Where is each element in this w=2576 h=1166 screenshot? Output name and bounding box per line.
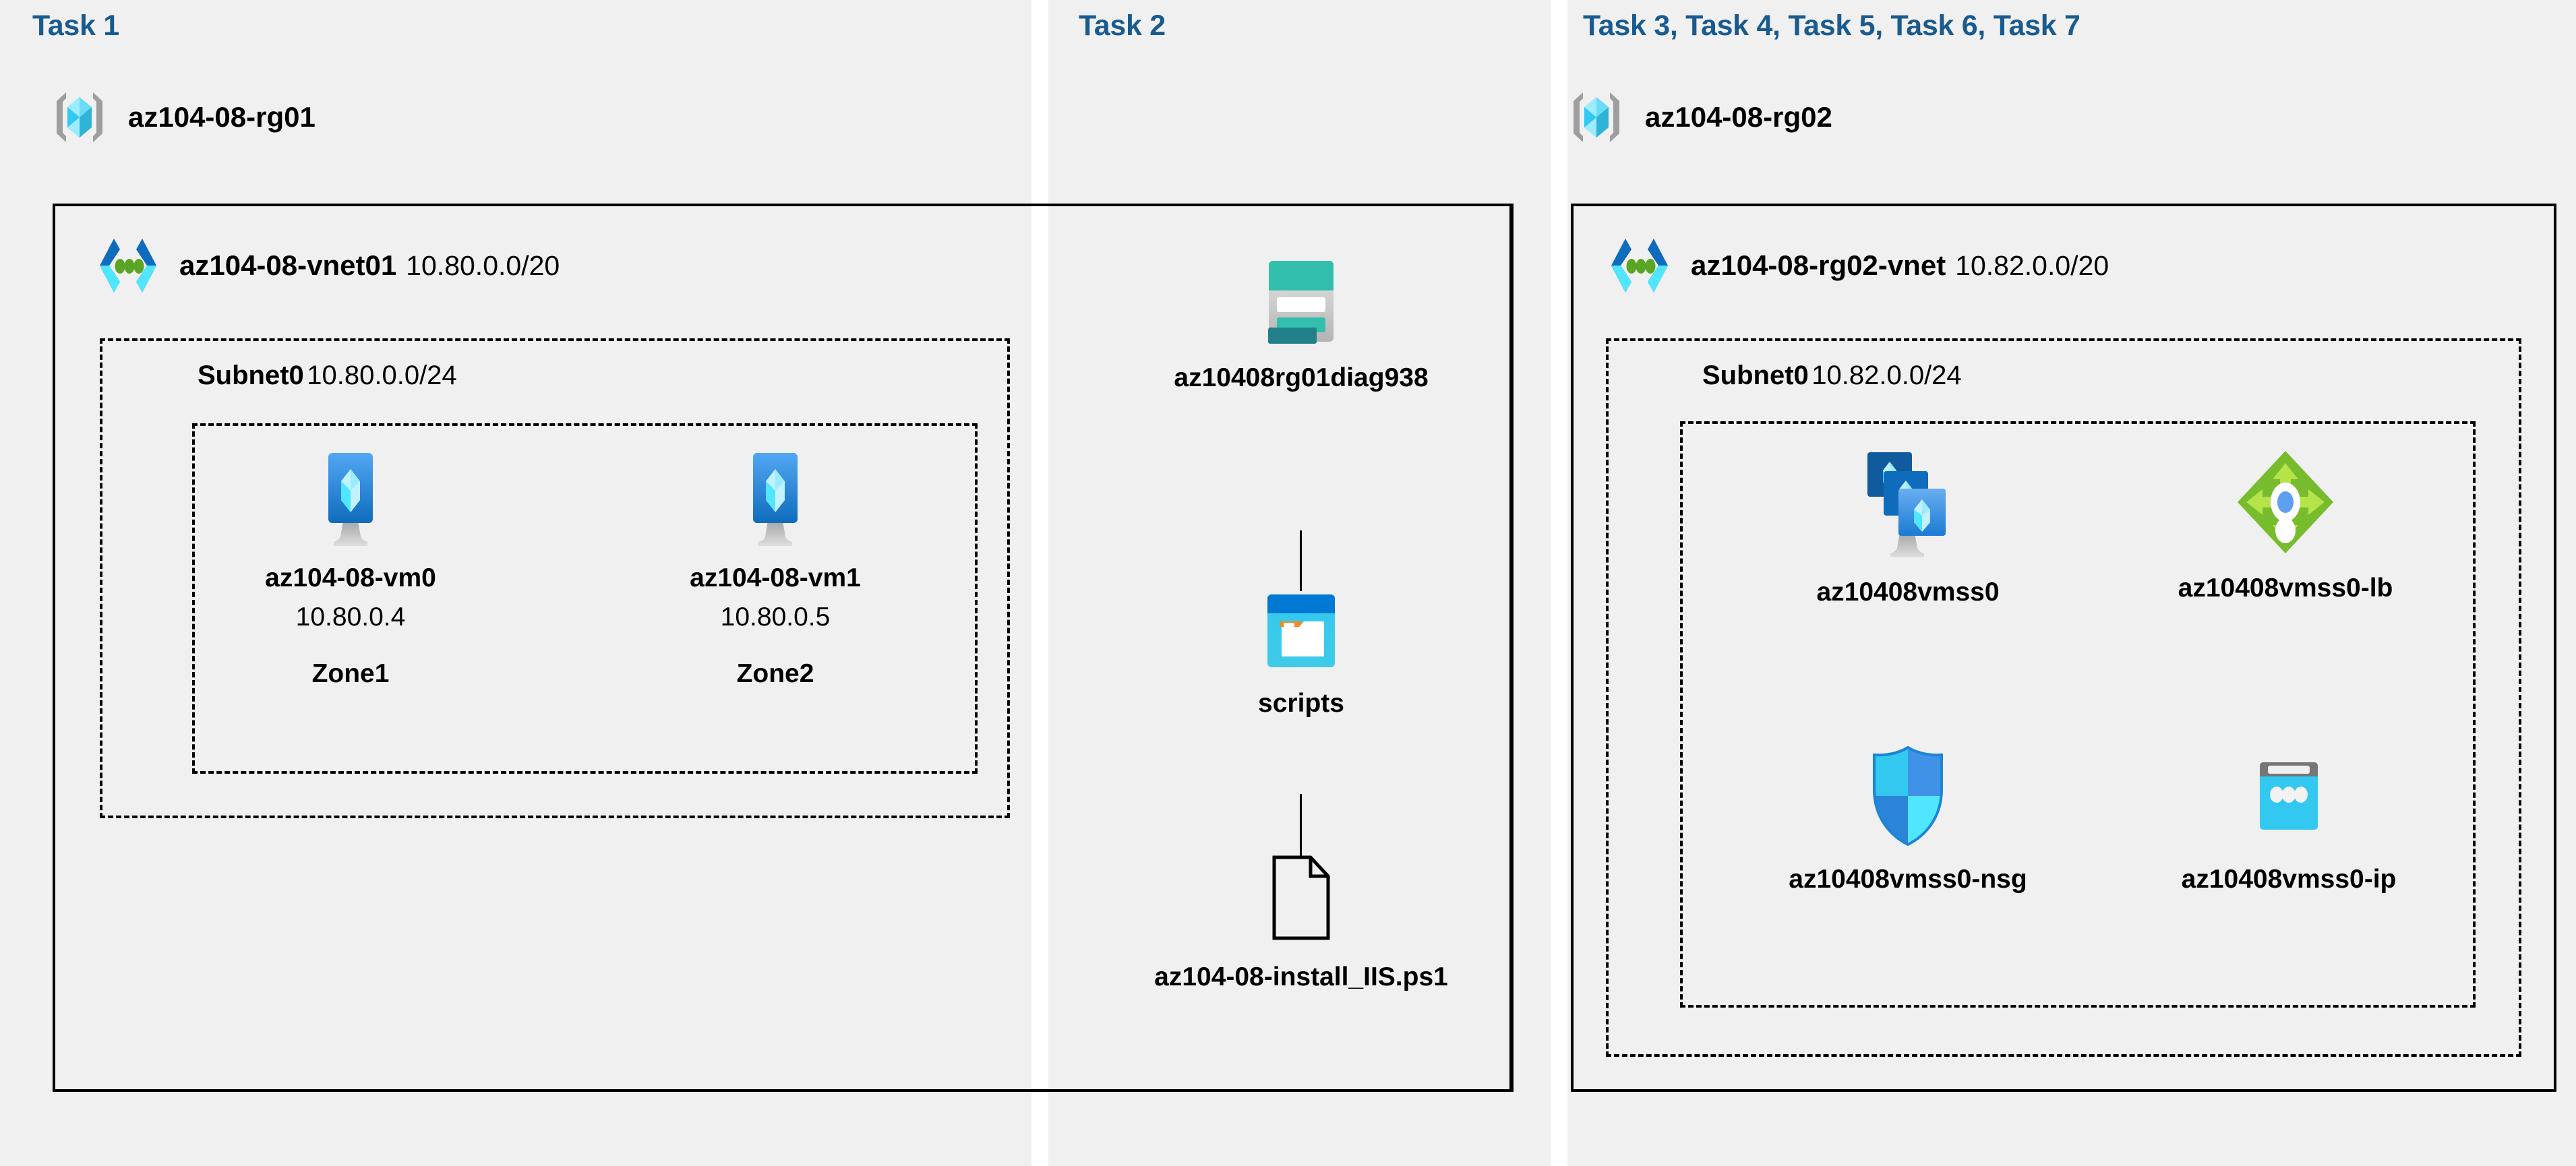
task2-box bbox=[1048, 204, 1514, 1092]
virtual-machine-icon bbox=[737, 450, 814, 549]
load-balancer-icon bbox=[2235, 448, 2336, 556]
vm-node-1[interactable]: az104-08-vm1 10.80.0.5 Zone2 bbox=[690, 450, 861, 689]
public-ip-address-icon bbox=[2252, 745, 2326, 847]
task3to7-subnet-header: Subnet0 10.82.0.0/24 bbox=[1702, 361, 1962, 391]
load-balancer-label: az10408vmss0-lb bbox=[2178, 574, 2393, 603]
task1-subnet-name: Subnet0 bbox=[198, 361, 304, 390]
task3to7-vnet-box bbox=[1571, 204, 2556, 1092]
vm-name-1: az104-08-vm1 bbox=[690, 563, 861, 592]
task1-subnet-box bbox=[100, 338, 1010, 818]
task1-vnet-header: az104-08-vnet01 10.80.0.0/20 bbox=[94, 235, 560, 297]
vmss-label: az10408vmss0 bbox=[1816, 578, 2000, 607]
task3to7-vnet-name: az104-08-rg02-vnet bbox=[1691, 249, 1946, 281]
task3to7-resource-group: az104-08-rg02 bbox=[1565, 86, 1832, 148]
vm-name-0: az104-08-vm0 bbox=[265, 563, 436, 592]
panel-task3to7 bbox=[1567, 0, 2576, 1166]
storage-account-bar-dark bbox=[1268, 328, 1317, 344]
virtual-machine-icon bbox=[312, 450, 389, 549]
task1-subnet-cidr: 10.80.0.0/24 bbox=[307, 361, 457, 390]
public-ip-node[interactable]: az10408vmss0-ip bbox=[2147, 745, 2430, 894]
vm-zone-1: Zone2 bbox=[736, 659, 814, 688]
task3to7-vnet-header: az104-08-rg02-vnet 10.82.0.0/20 bbox=[1606, 235, 2109, 297]
blob-container-label: scripts bbox=[1258, 689, 1344, 718]
virtual-network-icon bbox=[94, 235, 162, 297]
public-ip-label: az10408vmss0-ip bbox=[2181, 865, 2397, 894]
vm-ip-1: 10.80.0.5 bbox=[720, 603, 831, 632]
script-file-node[interactable]: az104-08-install_IIS.ps1 bbox=[1146, 855, 1456, 992]
blob-container-icon bbox=[1265, 593, 1337, 669]
load-balancer-node[interactable]: az10408vmss0-lb bbox=[2144, 448, 2427, 603]
vmss-node[interactable]: az10408vmss0 bbox=[1780, 448, 2036, 607]
task3to7-subnet-cidr: 10.82.0.0/24 bbox=[1811, 361, 1962, 390]
script-file-icon bbox=[1269, 855, 1334, 942]
blob-container-node[interactable]: scripts bbox=[1207, 593, 1396, 718]
vm-ip-0: 10.80.0.4 bbox=[295, 603, 406, 632]
panel-task2 bbox=[1048, 0, 1551, 1166]
task3to7-subnet-box bbox=[1606, 338, 2521, 1057]
task3to7-rg-label: az104-08-rg02 bbox=[1645, 101, 1832, 133]
storage-account-label: az10408rg01diag938 bbox=[1174, 363, 1429, 392]
resource-group-icon bbox=[49, 86, 111, 148]
connector-scripts-to-script bbox=[1300, 794, 1302, 856]
task3to7-subnet-name: Subnet0 bbox=[1702, 361, 1809, 390]
nsg-node[interactable]: az10408vmss0-nsg bbox=[1753, 745, 2063, 894]
task3to7-title: Task 3, Task 4, Task 5, Task 6, Task 7 bbox=[1583, 9, 2080, 42]
task2-title: Task 2 bbox=[1079, 9, 1166, 42]
task1-vnet-name: az104-08-vnet01 bbox=[179, 249, 397, 281]
task1-vnet-cidr: 10.80.0.0/20 bbox=[406, 250, 560, 281]
connector-storage-to-scripts bbox=[1300, 530, 1302, 591]
task1-vm-group-box bbox=[192, 423, 978, 774]
script-file-label: az104-08-install_IIS.ps1 bbox=[1154, 962, 1448, 991]
vm-node-0[interactable]: az104-08-vm0 10.80.0.4 Zone1 bbox=[265, 450, 436, 689]
task1-rg-label: az104-08-rg01 bbox=[128, 101, 316, 133]
nsg-label: az10408vmss0-nsg bbox=[1789, 865, 2027, 894]
task1-title: Task 1 bbox=[32, 9, 119, 42]
resource-group-icon bbox=[1565, 86, 1627, 148]
vm-scale-set-icon bbox=[1861, 448, 1955, 560]
vm-zone-0: Zone1 bbox=[311, 659, 390, 688]
task3to7-vnet-cidr: 10.82.0.0/20 bbox=[1955, 250, 2109, 281]
task1-subnet-header: Subnet0 10.80.0.0/24 bbox=[198, 361, 457, 391]
task1-resource-group: az104-08-rg01 bbox=[49, 86, 316, 148]
task3to7-resource-group-box bbox=[1680, 421, 2476, 1008]
panel-task1 bbox=[0, 0, 1031, 1166]
network-security-group-icon bbox=[1867, 745, 1948, 847]
virtual-network-icon bbox=[1606, 235, 1673, 297]
